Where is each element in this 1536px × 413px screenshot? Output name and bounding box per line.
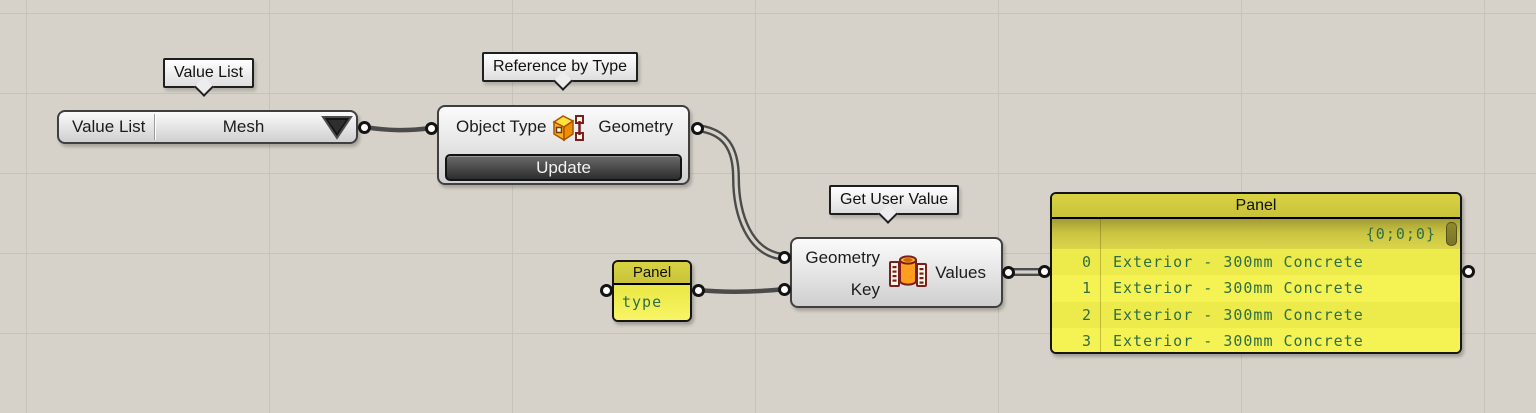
tooltip-reference-by-type: Reference by Type bbox=[482, 52, 639, 91]
values-output-label: Values bbox=[935, 263, 986, 282]
wire-keypanel-to-key[interactable] bbox=[695, 286, 789, 295]
dropdown-triangle-icon[interactable] bbox=[321, 115, 353, 140]
user-value-cylinder-icon bbox=[889, 255, 927, 287]
wire-valuelist-to-objecttype[interactable] bbox=[361, 124, 434, 133]
tooltip-get-user-value-text: Get User Value bbox=[840, 191, 949, 208]
grip-objecttype-input[interactable] bbox=[424, 121, 438, 135]
output-panel[interactable]: Panel {0;0;0} 0 Exterior - 300mm Concret… bbox=[1050, 192, 1462, 354]
value-list-component[interactable]: Value List Mesh bbox=[57, 110, 358, 144]
key-panel-text[interactable]: type bbox=[614, 285, 690, 320]
grip-keypanel-input[interactable] bbox=[599, 283, 613, 297]
output-panel-content[interactable]: 0 Exterior - 300mm Concrete 1 Exterior -… bbox=[1052, 249, 1460, 352]
value-list-selected-item[interactable]: Mesh bbox=[222, 117, 265, 136]
grip-outputpanel-input[interactable] bbox=[1037, 264, 1051, 278]
tooltip-get-user-value: Get User Value bbox=[829, 185, 960, 224]
update-button[interactable]: Update bbox=[445, 154, 682, 181]
row-value: Exterior - 300mm Concrete bbox=[1113, 331, 1364, 350]
divider bbox=[1052, 217, 1460, 219]
panel-row: 2 Exterior - 300mm Concrete bbox=[1052, 301, 1460, 328]
grip-guv-values-output[interactable] bbox=[1001, 265, 1015, 279]
panel-row: 1 Exterior - 300mm Concrete bbox=[1052, 275, 1460, 302]
tooltip-value-list: Value List bbox=[163, 58, 255, 97]
object-type-cube-icon bbox=[552, 115, 584, 142]
wire-geometry-to-getuservalue[interactable] bbox=[693, 124, 790, 261]
key-panel[interactable]: Panel type bbox=[612, 260, 692, 322]
grip-guv-key-input[interactable] bbox=[777, 282, 791, 296]
row-index: 0 bbox=[1081, 253, 1092, 271]
row-index: 3 bbox=[1081, 331, 1092, 350]
key-panel-title: Panel bbox=[614, 262, 690, 283]
row-index: 1 bbox=[1081, 279, 1092, 298]
divider bbox=[154, 114, 155, 140]
row-index: 2 bbox=[1081, 305, 1092, 324]
tooltip-value-list-text: Value List bbox=[174, 64, 244, 81]
grip-guv-geometry-input[interactable] bbox=[777, 250, 791, 264]
output-panel-path-band: {0;0;0} bbox=[1052, 219, 1460, 249]
row-value: Exterior - 300mm Concrete bbox=[1113, 279, 1364, 298]
key-input-label: Key bbox=[850, 280, 880, 299]
divider bbox=[614, 283, 690, 285]
reference-by-type-component[interactable]: Object Type Geometry Update bbox=[437, 105, 690, 185]
data-tree-path-badge: {0;0;0} bbox=[1365, 225, 1436, 243]
value-list-name-label: Value List bbox=[72, 117, 146, 136]
panel-row: 3 Exterior - 300mm Concrete bbox=[1052, 327, 1460, 352]
geometry-output-label: Geometry bbox=[598, 117, 673, 136]
row-value: Exterior - 300mm Concrete bbox=[1113, 305, 1364, 324]
scrollbar-thumb[interactable] bbox=[1446, 222, 1457, 246]
object-type-input-label: Object Type bbox=[456, 117, 547, 136]
grip-outputpanel-output[interactable] bbox=[1461, 264, 1475, 278]
panel-row: 0 Exterior - 300mm Concrete bbox=[1052, 249, 1460, 276]
get-user-value-component[interactable]: Geometry Key Values bbox=[790, 237, 1003, 308]
grip-keypanel-output[interactable] bbox=[691, 283, 705, 297]
grip-valuelist-output[interactable] bbox=[357, 120, 371, 134]
grip-geometry-output[interactable] bbox=[690, 121, 704, 135]
geometry-input-label: Geometry bbox=[805, 248, 880, 267]
output-panel-title: Panel bbox=[1052, 194, 1460, 217]
row-value: Exterior - 300mm Concrete bbox=[1113, 253, 1364, 271]
tooltip-reference-by-type-text: Reference by Type bbox=[493, 58, 628, 75]
wire-geometry-to-getuservalue-core bbox=[695, 126, 788, 259]
index-column-divider bbox=[1100, 219, 1101, 352]
